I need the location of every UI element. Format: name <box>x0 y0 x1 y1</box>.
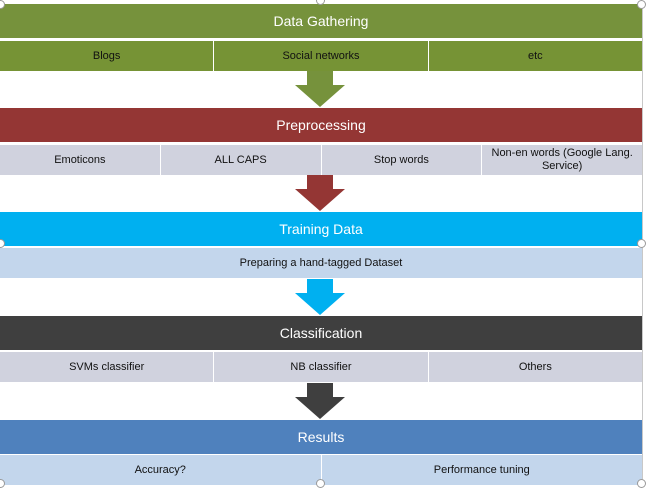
resize-handle[interactable] <box>0 239 5 248</box>
stage-title: Data Gathering <box>273 13 369 29</box>
down-arrow-icon <box>295 383 345 419</box>
stage-row-preprocessing: Emoticons ALL CAPS Stop words Non-en wor… <box>0 145 642 175</box>
stage-row-data-gathering: Blogs Social networks etc <box>0 41 642 71</box>
stage-item: ALL CAPS <box>159 145 321 175</box>
resize-handle[interactable] <box>637 0 646 9</box>
stage-title: Results <box>297 429 345 445</box>
stage-item: Preparing a hand-tagged Dataset <box>239 256 403 269</box>
stage-header-classification: Classification <box>0 316 642 350</box>
stage-item: Non-en words (Google Lang. Service) <box>481 145 642 175</box>
stage-header-data-gathering: Data Gathering <box>0 4 642 38</box>
stage-item: Emoticons <box>54 153 106 166</box>
resize-handle[interactable] <box>637 239 646 248</box>
stage-item: Social networks <box>213 41 427 71</box>
stage-header-training-data: Training Data <box>0 212 642 246</box>
stage-row-classification: SVMs classifier NB classifier Others <box>0 352 642 382</box>
stage-item: Stop words <box>320 145 482 175</box>
stage-row-training-data: Preparing a hand-tagged Dataset <box>0 248 642 278</box>
stage-title: Preprocessing <box>276 117 366 133</box>
resize-handle[interactable] <box>316 0 325 5</box>
down-arrow-icon <box>295 279 345 315</box>
stage-header-results: Results <box>0 420 642 454</box>
stage-item: Others <box>427 352 642 382</box>
down-arrow-icon <box>295 71 345 107</box>
stage-item: etc <box>427 41 642 71</box>
down-arrow-icon <box>295 175 345 211</box>
stage-item: SVMs classifier <box>69 360 145 373</box>
stage-item: NB classifier <box>213 352 427 382</box>
stage-item: Accuracy? <box>134 463 186 476</box>
stage-header-preprocessing: Preprocessing <box>0 108 642 142</box>
resize-handle[interactable] <box>0 0 5 9</box>
pipeline-diagram: Data Gathering Blogs Social networks etc… <box>0 4 643 485</box>
stage-title: Classification <box>279 325 363 341</box>
stage-title: Training Data <box>279 221 363 237</box>
stage-item: Performance tuning <box>320 455 643 485</box>
stage-item: Blogs <box>92 49 121 62</box>
